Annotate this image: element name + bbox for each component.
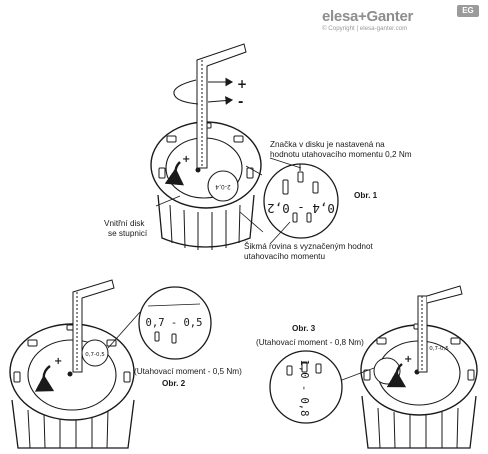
ramp-label-line1: Šikmá rovina s vyznačeným hodnot bbox=[244, 242, 373, 251]
minus-symbol: - bbox=[238, 95, 243, 110]
inner-disk-label-line1: Vnitřní disk bbox=[104, 219, 145, 228]
brand-copyright: © Copyright | elesa-ganter.com bbox=[322, 25, 408, 32]
fig2-hex-key bbox=[72, 279, 115, 373]
fig1-zoom-value: 0,4 - 0,2 bbox=[267, 201, 335, 216]
brand-logo: elesa+Ganter bbox=[322, 8, 414, 25]
fig3-disk-value: 0,7-0,5 bbox=[429, 346, 449, 352]
fig2-moment-label: (Utahovací moment - 0,5 Nm) bbox=[134, 367, 242, 376]
fig1-disk-value: 2-0,4 bbox=[215, 183, 231, 190]
fig2-knob bbox=[9, 323, 135, 449]
inner-disk-leader bbox=[155, 195, 181, 207]
mark-label-line1: Značka v disku je nastavená na bbox=[270, 140, 385, 149]
fig1-plus-symbol: + bbox=[182, 154, 190, 165]
fig2-zoom-value: 0,7 - 0,5 bbox=[146, 317, 203, 329]
rotation-arrows bbox=[173, 77, 234, 105]
plus-symbol: + bbox=[237, 77, 247, 91]
fig1-zoom-circle bbox=[239, 163, 339, 239]
brand-badge: EG bbox=[457, 5, 479, 17]
fig2-caption: Obr. 2 bbox=[162, 379, 186, 388]
mark-label-line2: hodnotu utahovacího momentu 0,2 Nm bbox=[270, 150, 412, 159]
fig1-caption: Obr. 1 bbox=[354, 191, 378, 200]
ramp-leader bbox=[269, 221, 291, 245]
fig3-caption: Obr. 3 bbox=[292, 324, 316, 333]
inner-disk-label-line2: se stupnicí bbox=[108, 229, 148, 238]
fig3-hex-key bbox=[417, 285, 463, 373]
mark-leader bbox=[269, 157, 302, 169]
ramp-label-line2: utahovacího momentu bbox=[244, 252, 326, 261]
fig3-zoom-circle bbox=[269, 350, 375, 424]
fig3-zoom-value: 1,0 - 0,8 bbox=[298, 360, 310, 417]
fig2-plus-symbol: + bbox=[54, 356, 62, 367]
fig2-disk-value: 0,7-0,5 bbox=[85, 352, 105, 358]
fig3-knob bbox=[360, 323, 478, 449]
fig3-plus-symbol: + bbox=[404, 354, 412, 365]
fig1-hex-key bbox=[196, 43, 247, 169]
fig3-moment-label: (Utahovací moment - 0,8 Nm) bbox=[256, 338, 364, 347]
fig2-zoom-circle bbox=[107, 286, 212, 360]
